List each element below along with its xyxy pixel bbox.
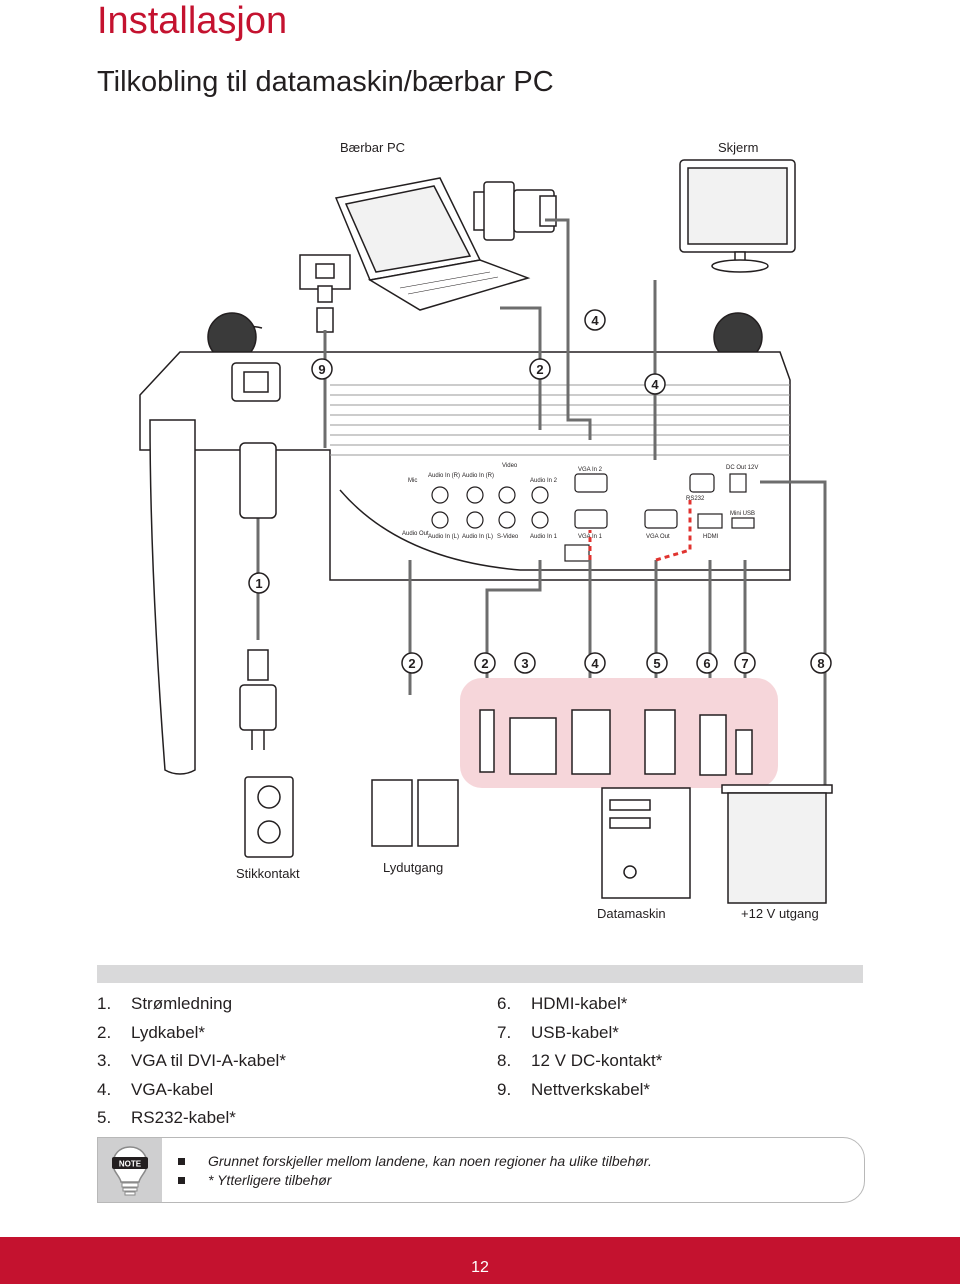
callout-5: 5 bbox=[653, 656, 660, 671]
audio-out-label: Lydutgang bbox=[383, 860, 443, 875]
screen-illustration bbox=[721, 784, 833, 904]
legend-text: Strømledning bbox=[131, 994, 233, 1013]
computer-label: Datamaskin bbox=[597, 906, 666, 921]
callout-1: 1 bbox=[255, 576, 262, 591]
port-label-audio-in-l-1: Audio In (L) bbox=[428, 534, 459, 540]
callout-2-top: 2 bbox=[536, 362, 543, 377]
legend-text: VGA til DVI-A-kabel* bbox=[131, 1051, 286, 1070]
legend-number: 3. bbox=[97, 1051, 112, 1070]
port-label-hdmi: HDMI bbox=[703, 534, 719, 540]
port-label-audio-in-2: Audio In 2 bbox=[530, 478, 558, 484]
legend-left-list: 1. Strømledning 2. Lydkabel* 3. VGA til DVI… bbox=[97, 990, 286, 1133]
callout-2-computer: 2 bbox=[481, 656, 488, 671]
callout-8: 8 bbox=[817, 656, 824, 671]
legend-item: 7. USB-kabel* bbox=[497, 1019, 662, 1048]
legend-number: 9. bbox=[497, 1079, 512, 1099]
legend-text: Nettverkskabel* bbox=[531, 1079, 651, 1099]
port-label-audio-in-l-2: Audio In (L) bbox=[462, 534, 493, 540]
note-text: * Ytterligere tilbehør bbox=[208, 1172, 332, 1188]
callout-6: 6 bbox=[703, 656, 710, 671]
callout-3: 3 bbox=[521, 656, 528, 671]
note-item: * Ytterligere tilbehør bbox=[178, 1171, 652, 1190]
legend-number: 7. bbox=[497, 1022, 512, 1042]
legend-item: 1. Strømledning bbox=[97, 990, 286, 1019]
callout-badges bbox=[248, 309, 832, 674]
legend-text: VGA-kabel bbox=[131, 1079, 214, 1099]
port-label-vga-in-2: VGA In 2 bbox=[578, 467, 603, 473]
note-icon-label: NOTE bbox=[119, 1160, 142, 1169]
callout-9-top: 9 bbox=[318, 362, 325, 377]
port-label-mic: Mic bbox=[408, 478, 417, 484]
projector-illustration bbox=[139, 312, 791, 775]
legend-number: 2. bbox=[97, 1022, 112, 1042]
wall-outlet-illustration bbox=[244, 776, 294, 858]
note-box: NOTE Grunnet forskjeller mellom landene,… bbox=[97, 1137, 865, 1203]
legend-divider-bar bbox=[97, 965, 863, 983]
legend-text: Lydkabel* bbox=[131, 1022, 206, 1042]
port-label-vga-out: VGA Out bbox=[646, 534, 670, 540]
legend-number: 6. bbox=[497, 994, 512, 1013]
port-label-audio-in-1: Audio In 1 bbox=[530, 534, 558, 540]
legend-text: RS232-kabel* bbox=[131, 1108, 236, 1127]
legend-item: 6. HDMI-kabel* bbox=[497, 990, 662, 1019]
legend-number: 5. bbox=[97, 1108, 112, 1127]
monitor-label: Skjerm bbox=[718, 140, 758, 155]
callout-7: 7 bbox=[741, 656, 748, 671]
network-jack-illustration bbox=[299, 254, 351, 333]
note-sidebar: NOTE bbox=[98, 1138, 162, 1202]
legend-item: 2. Lydkabel* bbox=[97, 1019, 286, 1048]
red-dashed-guides bbox=[588, 500, 692, 562]
port-label-video: Video bbox=[502, 463, 518, 469]
note-icon: NOTE bbox=[112, 1146, 148, 1196]
legend-item: 3. VGA til DVI-A-kabel* bbox=[97, 1047, 286, 1076]
port-label-rs232: RS232 bbox=[686, 496, 705, 502]
port-label-audio-in-r-2: Audio In (R) bbox=[462, 473, 494, 479]
section-title: Installasjon bbox=[97, 0, 288, 42]
legend-number: 4. bbox=[97, 1079, 112, 1099]
legend-number: 8. bbox=[497, 1051, 512, 1070]
dc-out-label: +12 V utgang bbox=[741, 906, 819, 921]
note-item: Grunnet forskjeller mellom landene, kan … bbox=[178, 1152, 652, 1171]
callout-2-speaker: 2 bbox=[408, 656, 415, 671]
laptop-vga-connector bbox=[473, 181, 557, 241]
note-list: Grunnet forskjeller mellom landene, kan … bbox=[178, 1152, 652, 1190]
port-label-mini-usb: Mini USB bbox=[730, 511, 755, 517]
port-label-dc-out-12v: DC Out 12V bbox=[726, 465, 758, 471]
legend-item: 4. VGA-kabel bbox=[97, 1076, 286, 1105]
port-label-audio-out: Audio Out bbox=[402, 531, 429, 537]
laptop-illustration bbox=[334, 177, 531, 311]
legend-item: 5. RS232-kabel* bbox=[97, 1104, 286, 1133]
legend-item: 9. Nettverkskabel* bbox=[497, 1076, 662, 1105]
callout-4-laptop: 4 bbox=[591, 313, 599, 328]
legend-number: 1. bbox=[97, 994, 112, 1013]
outlet-label: Stikkontakt bbox=[236, 866, 300, 881]
legend-right-list: 6. HDMI-kabel* 7. USB-kabel* 8. 12 V DC-kon… bbox=[497, 990, 662, 1104]
laptop-label: Bærbar PC bbox=[340, 140, 405, 155]
connection-diagram: Bærbar PC Skjerm bbox=[139, 140, 833, 921]
callout-4-monitor: 4 bbox=[651, 377, 659, 392]
power-plug-illustration bbox=[239, 442, 277, 750]
speakers-illustration bbox=[371, 779, 459, 847]
bullet-icon bbox=[178, 1158, 185, 1165]
page-number: 12 bbox=[471, 1259, 489, 1276]
legend-item: 8. 12 V DC-kontakt* bbox=[497, 1047, 662, 1076]
port-label-audio-in-r-1: Audio In (R) bbox=[428, 473, 460, 479]
port-panel bbox=[431, 473, 755, 562]
callout-4-computer: 4 bbox=[591, 656, 599, 671]
note-text: Grunnet forskjeller mellom landene, kan … bbox=[208, 1153, 652, 1169]
accessory-cable-ends bbox=[479, 709, 753, 776]
computer-illustration bbox=[601, 787, 691, 899]
page-subtitle: Tilkobling til datamaskin/bærbar PC bbox=[97, 66, 554, 98]
legend-text: USB-kabel* bbox=[531, 1022, 619, 1042]
accessory-highlight bbox=[460, 678, 778, 788]
page-footer bbox=[0, 1237, 960, 1284]
legend-text: 12 V DC-kontakt* bbox=[531, 1051, 663, 1070]
monitor-illustration bbox=[679, 159, 796, 273]
bullet-icon bbox=[178, 1177, 185, 1184]
port-label-s-video: S-Video bbox=[497, 534, 519, 540]
legend-text: HDMI-kabel* bbox=[531, 994, 628, 1013]
